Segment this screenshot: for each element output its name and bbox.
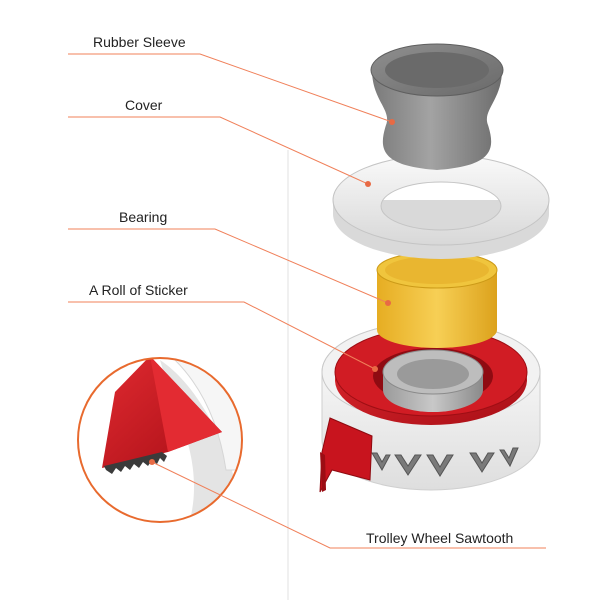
leader-dot-bearing: [385, 300, 391, 306]
inset-red-tooth-face: [150, 358, 222, 452]
label-cover: Cover: [125, 97, 163, 113]
cover-ring: [332, 154, 550, 246]
wheel-assembly: [319, 321, 541, 493]
wheel-sawtooth-cutouts: [371, 447, 519, 477]
rubber-sleeve-body: [372, 70, 502, 170]
label-bearing: Bearing: [119, 209, 168, 225]
sticker-strip-edge: [320, 452, 326, 492]
bearing-hole: [385, 256, 489, 284]
rubber-sleeve-opening: [385, 52, 489, 88]
leader-line-rubber-sleeve: [68, 53, 393, 123]
rubber-sleeve-part: [370, 43, 504, 170]
bearing-body: [377, 270, 497, 348]
leader-dot-trolley: [149, 459, 155, 465]
sawtooth-closeup-inset: [77, 357, 243, 523]
cover-part: [332, 154, 550, 259]
leader-line-cover: [68, 116, 369, 185]
leader-lines: [68, 53, 546, 549]
leader-dots: [149, 119, 395, 465]
inner-hub-hole: [397, 359, 469, 389]
sticker-strip: [319, 417, 373, 493]
leader-dot-rubber-sleeve: [389, 119, 395, 125]
label-trolley-wheel-sawtooth: Trolley Wheel Sawtooth: [366, 530, 514, 546]
inset-sawtooth-edge: [104, 452, 167, 474]
leader-dot-cover: [365, 181, 371, 187]
label-roll-of-sticker: A Roll of Sticker: [89, 282, 188, 298]
leader-dot-sticker: [372, 366, 378, 372]
leader-line-trolley: [151, 461, 546, 549]
inset-border: [77, 357, 243, 523]
label-rubber-sleeve: Rubber Sleeve: [93, 34, 186, 50]
bearing-part: [376, 251, 498, 348]
leader-line-sticker: [68, 301, 376, 370]
leader-line-bearing: [68, 228, 389, 304]
